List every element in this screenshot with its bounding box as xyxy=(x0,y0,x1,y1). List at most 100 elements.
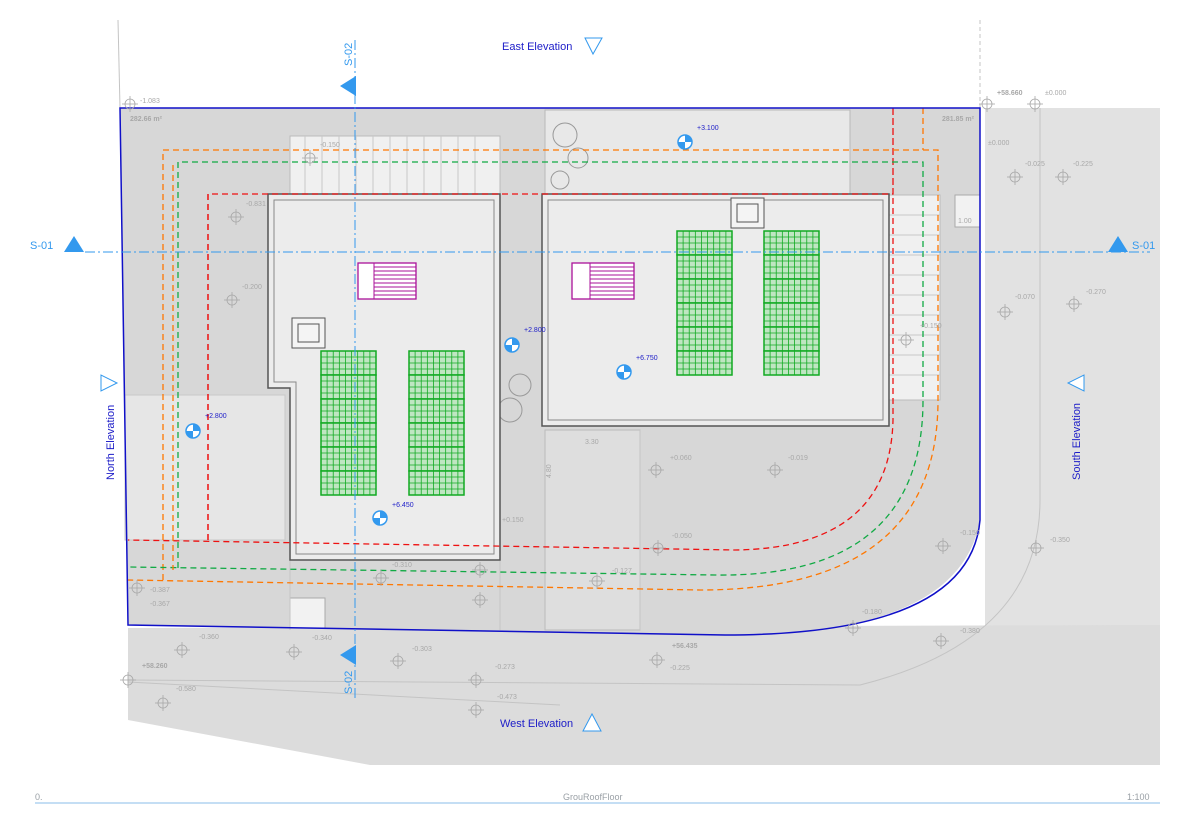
svg-text:-0.340: -0.340 xyxy=(312,635,332,642)
section-marker-s02-bottom: S-02 xyxy=(340,645,356,694)
level-value: +2.800 xyxy=(524,327,546,334)
solar-array-2 xyxy=(408,350,465,496)
svg-text:-0.150: -0.150 xyxy=(320,142,340,149)
svg-text:-0.350: -0.350 xyxy=(1050,537,1070,544)
spot-level-d: -0.200 xyxy=(224,284,262,308)
elevation-label: North Elevation xyxy=(105,405,117,480)
spot-level-a: -1.083 xyxy=(122,96,160,112)
svg-text:-0.380: -0.380 xyxy=(960,628,980,635)
spot-level-i: -0.225 xyxy=(1055,161,1093,185)
spot-level-ag: 1.00 xyxy=(958,218,972,225)
elevation-marker-east: East Elevation xyxy=(502,37,603,56)
svg-text:-0.150: -0.150 xyxy=(960,530,980,537)
spot-level-aj: +0.150 xyxy=(472,517,524,608)
building-left xyxy=(267,193,501,561)
solar-array-1 xyxy=(320,350,377,496)
svg-text:+0.060: +0.060 xyxy=(670,455,692,462)
section-label: S-01 xyxy=(1132,240,1155,252)
spot-level-w: +58.260 xyxy=(120,663,168,688)
section-label: S-02 xyxy=(343,671,355,694)
svg-text:-0.050: -0.050 xyxy=(672,533,692,540)
spot-level-l: +0.060 xyxy=(648,455,692,478)
svg-text:+56.435: +56.435 xyxy=(672,643,698,650)
spot-level-ah: 3.30 xyxy=(585,439,599,446)
footer-number: 0. xyxy=(35,792,43,802)
svg-text:-0.070: -0.070 xyxy=(1015,294,1035,301)
section-marker-s01-right: S-01 xyxy=(1108,236,1155,252)
svg-text:+58.260: +58.260 xyxy=(142,663,168,670)
spot-level-q: -0.380 xyxy=(933,628,980,649)
svg-text:-0.225: -0.225 xyxy=(670,665,690,672)
svg-text:-0.473: -0.473 xyxy=(497,694,517,701)
svg-text:-0.831: -0.831 xyxy=(246,201,266,208)
svg-text:+0.150: +0.150 xyxy=(920,323,942,330)
svg-text:-0.303: -0.303 xyxy=(412,646,432,653)
plot-boundary xyxy=(119,107,981,636)
spot-level-t: -0.303 xyxy=(390,646,432,669)
spot-level-k: -0.270 xyxy=(1066,289,1106,312)
spot-level-f: ±0.000 xyxy=(1027,90,1066,112)
spot-level-r: -0.360 xyxy=(174,634,219,658)
level-marker-roof-right: +6.750 xyxy=(616,355,658,380)
area-label-right: 281.85 m² xyxy=(942,116,975,123)
solar-array-4 xyxy=(763,230,820,376)
level-marker-top-yard: +3.100 xyxy=(677,125,719,150)
spot-level-v: -0.473 xyxy=(468,694,517,718)
level-marker-west-yard: +2.800 xyxy=(185,413,227,439)
spot-level-h: -0.025 xyxy=(1007,161,1045,185)
elevation-label: West Elevation xyxy=(500,718,573,730)
svg-text:-0.360: -0.360 xyxy=(199,634,219,641)
svg-text:-0.127: -0.127 xyxy=(612,568,632,575)
svg-text:+0.150: +0.150 xyxy=(502,517,524,524)
svg-text:3.30: 3.30 xyxy=(585,439,599,446)
spot-level-aa: -0.387 xyxy=(129,580,170,596)
section-marker-s01-left: S-01 xyxy=(30,236,84,252)
level-value: +2.800 xyxy=(205,413,227,420)
svg-text:-0.180: -0.180 xyxy=(862,609,882,616)
level-marker-roof-left: +6.450 xyxy=(372,502,414,526)
level-marker-courtyard: +2.800 xyxy=(504,327,546,353)
solar-array-3 xyxy=(676,230,733,376)
spot-level-g: ±0.000 xyxy=(988,140,1009,147)
elevation-label: East Elevation xyxy=(502,41,572,53)
svg-text:-0.200: -0.200 xyxy=(242,284,262,291)
spot-level-x: -0.580 xyxy=(155,686,196,711)
spot-level-e: +58.660 xyxy=(979,90,1023,112)
level-value: +6.450 xyxy=(392,502,414,509)
svg-text:-0.270: -0.270 xyxy=(1086,289,1106,296)
spot-level-p: -0.180 xyxy=(845,609,882,636)
spot-level-m: -0.019 xyxy=(767,455,808,478)
svg-text:1.00: 1.00 xyxy=(958,218,972,225)
level-value: +3.100 xyxy=(697,125,719,132)
spot-level-b: -0.150 xyxy=(302,142,340,166)
footer-scale: 1:100 xyxy=(1127,792,1150,802)
svg-text:-0.025: -0.025 xyxy=(1025,161,1045,168)
spot-level-u: -0.273 xyxy=(468,664,515,688)
svg-text:-0.367: -0.367 xyxy=(150,601,170,608)
svg-text:-0.273: -0.273 xyxy=(495,664,515,671)
svg-text:-0.019: -0.019 xyxy=(788,455,808,462)
footer-title: GrouRoofFloor xyxy=(563,792,623,802)
spot-level-z: -0.225 xyxy=(670,665,690,672)
svg-text:4.80: 4.80 xyxy=(546,464,553,478)
stair-hatching xyxy=(304,136,940,376)
spot-level-j: -0.070 xyxy=(997,294,1035,320)
elevation-marker-west: West Elevation xyxy=(500,712,602,732)
svg-text:-0.387: -0.387 xyxy=(150,587,170,594)
spot-level-ac: -0.310 xyxy=(373,562,412,586)
section-label: S-02 xyxy=(343,43,355,66)
spot-level-s: -0.340 xyxy=(286,635,332,660)
spot-level-c: -0.831 xyxy=(228,201,266,225)
spot-levels: -1.083 -0.150 -0.831 -0.200 +58.660 ±0.0… xyxy=(120,90,1106,718)
svg-text:-0.580: -0.580 xyxy=(176,686,196,693)
solar-panel-arrays xyxy=(320,230,820,496)
setback-lines xyxy=(127,108,939,591)
svg-text:-0.310: -0.310 xyxy=(392,562,412,569)
spot-level-ae: +0.150 xyxy=(898,323,942,348)
spot-level-ab: -0.367 xyxy=(150,601,170,608)
svg-text:-1.083: -1.083 xyxy=(140,98,160,105)
elevation-marker-north: North Elevation xyxy=(100,374,119,480)
svg-text:±0.000: ±0.000 xyxy=(1045,90,1066,97)
level-markers: +6.450 +6.750 +2.800 +2.800 +3.100 xyxy=(185,125,719,526)
